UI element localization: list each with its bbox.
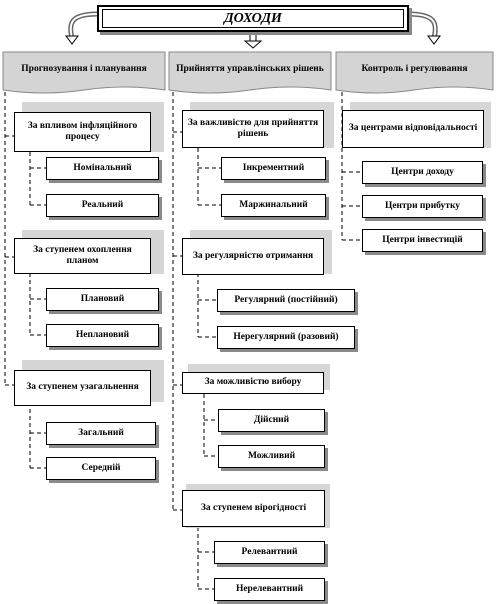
diagram-title: ДОХОДИ	[102, 9, 404, 28]
item-planned: Плановий	[46, 288, 159, 311]
title-box: ДОХОДИ	[97, 5, 409, 32]
group-plan-coverage: За ступенем охоплення планом	[14, 238, 151, 274]
group-decision-importance: За важливістю для прийняття рішень	[182, 110, 324, 148]
item-irregular: Нерегулярний (разовий)	[217, 326, 355, 349]
item-investment-centers: Центри інвестицій	[362, 229, 483, 252]
group-credibility: За ступенем вірогідності	[182, 490, 325, 527]
column-header-control: Контроль і регулювання	[361, 64, 468, 75]
group-regularity: За регулярністю отримання	[182, 238, 324, 275]
item-incremental: Інкрементний	[221, 157, 326, 180]
group-inflation: За впливом інфляційного процесу	[14, 112, 151, 152]
item-actual: Дійсний	[218, 409, 325, 432]
item-nominal: Номінальний	[46, 157, 159, 180]
column-header-planning: Прогнозування і планування	[21, 64, 147, 75]
header-banners	[2, 51, 494, 94]
item-profit-centers: Центри прибутку	[362, 195, 483, 218]
item-regular: Регулярний (постійний)	[217, 289, 355, 312]
item-irrelevant: Нерелевантний	[214, 578, 325, 601]
item-real: Реальний	[46, 194, 159, 217]
group-choice: За можливістю вибору	[182, 372, 324, 394]
column-header-decisions: Прийняття управлінських рішень	[176, 64, 324, 75]
item-relevant: Релевантний	[214, 541, 325, 564]
item-unplanned: Неплановий	[46, 324, 159, 347]
group-generalization: За ступенем узагальнення	[14, 370, 151, 406]
item-marginal: Маржинальний	[221, 194, 326, 217]
group-responsibility-centers: За центрами відповідальності	[342, 110, 484, 148]
item-possible: Можливий	[218, 445, 325, 468]
item-revenue-centers: Центри доходу	[362, 161, 483, 184]
item-total: Загальний	[46, 422, 156, 445]
item-average: Середній	[46, 457, 156, 480]
